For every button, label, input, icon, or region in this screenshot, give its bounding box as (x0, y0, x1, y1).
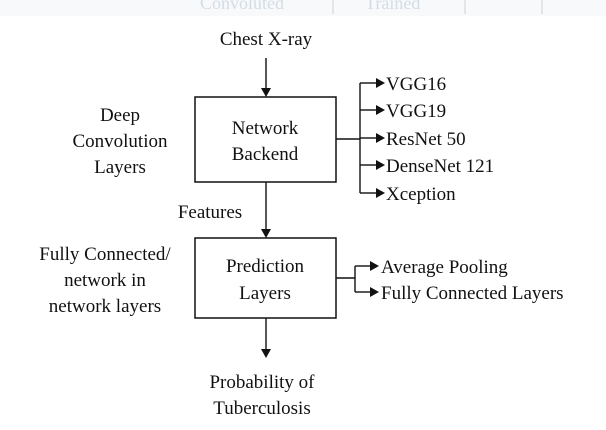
faded-header-right: Trained (365, 0, 420, 13)
branch-vgg19-head (376, 105, 385, 115)
backend-box-line-1: Network (232, 118, 299, 139)
branch-xception-head (376, 188, 385, 198)
branch-fc-head (370, 287, 379, 297)
backend-vgg19: VGG19 (386, 101, 446, 122)
prediction-side-label-2: network in (64, 270, 146, 291)
arrow-input-head (261, 88, 271, 97)
prediction-layers-box (194, 237, 337, 319)
backend-side-label-2: Convolution (72, 131, 168, 152)
backend-resnet50: ResNet 50 (386, 129, 466, 150)
faded-header-left: Convoluted (200, 0, 284, 13)
prediction-box-line-1: Prediction (226, 256, 305, 277)
arrow-features-head (261, 229, 271, 238)
backend-side-label-1: Deep (100, 105, 140, 126)
features-label: Features (178, 202, 242, 223)
prediction-side-label-1: Fully Connected/ (39, 244, 171, 265)
branch-avgpool-head (370, 261, 379, 271)
output-label-1: Probability of (209, 372, 315, 393)
prediction-side-label-3: network layers (49, 296, 161, 317)
network-backend-box (194, 96, 337, 183)
branch-resnet-head (376, 133, 385, 143)
branch-densenet-head (376, 160, 385, 170)
arrow-output-head (261, 349, 271, 358)
input-label: Chest X-ray (220, 29, 313, 50)
backend-xception: Xception (386, 184, 456, 205)
prediction-box-line-2: Layers (239, 283, 291, 304)
backend-densenet121: DenseNet 121 (386, 156, 494, 177)
prediction-fully-connected: Fully Connected Layers (381, 283, 564, 304)
backend-side-label-3: Layers (94, 157, 146, 178)
prediction-average-pooling: Average Pooling (381, 257, 508, 278)
backend-vgg16: VGG16 (386, 74, 446, 95)
branch-vgg16-head (376, 78, 385, 88)
backend-box-line-2: Backend (232, 144, 299, 165)
output-label-2: Tuberculosis (213, 398, 310, 419)
faded-header-band (0, 0, 606, 16)
